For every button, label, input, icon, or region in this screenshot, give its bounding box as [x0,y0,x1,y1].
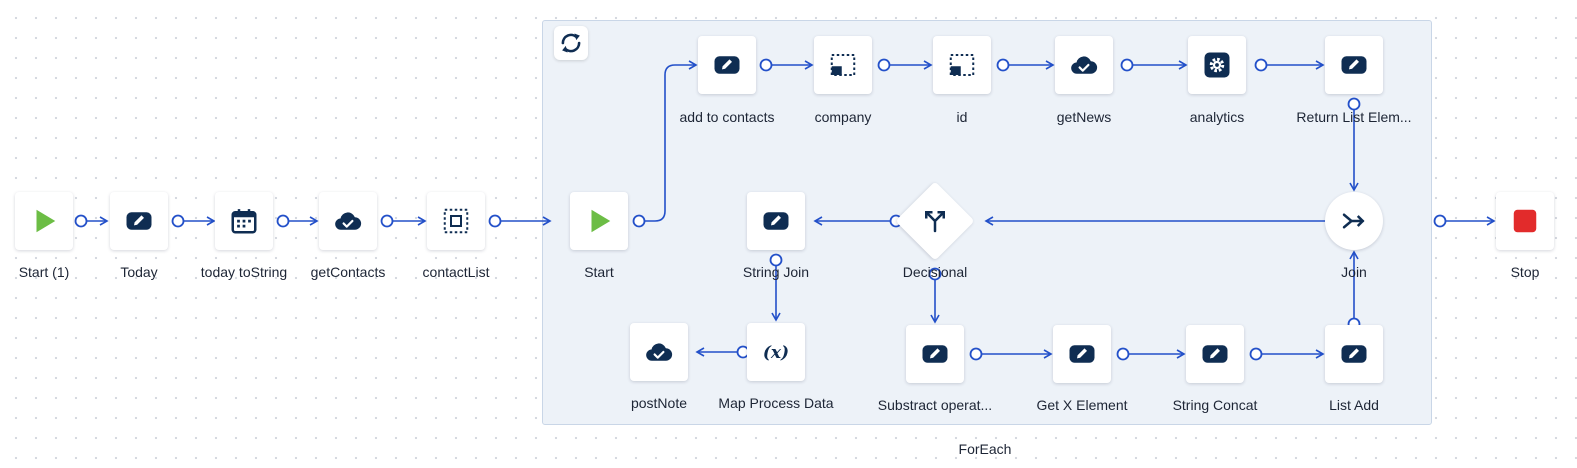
play-icon [584,206,614,236]
node-label: postNote [630,395,688,411]
node-string-concat[interactable] [1186,325,1244,383]
container-label: ForEach [958,441,1012,457]
cloud-check-icon [333,206,363,236]
node-string-join[interactable] [747,192,805,250]
node-getnews[interactable] [1055,36,1113,94]
node-label: Start (1) [18,264,70,280]
cloud-check-icon [1069,50,1099,80]
node-label: Decisional [902,264,968,280]
node-label: getContacts [310,264,386,280]
cloud-check-icon [644,337,674,367]
node-label: List Add [1329,397,1379,413]
node-company[interactable] [814,36,872,94]
edit-icon [761,206,791,236]
node-label: today toString [200,264,288,280]
merge-icon [1339,206,1369,236]
edit-icon [124,206,154,236]
node-label: Get X Element [1036,397,1128,413]
output-port [380,214,394,228]
node-start[interactable] [570,192,628,250]
edit-icon [712,50,742,80]
node-label: Map Process Data [718,395,834,411]
edit-icon [1200,339,1230,369]
calendar-icon [229,206,259,236]
node-label: Return List Elem... [1296,109,1412,125]
output-port [276,214,290,228]
function-icon: (x) [759,337,793,367]
stop-icon [1510,206,1540,236]
node-label: analytics [1189,109,1245,125]
node-postnote[interactable] [630,323,688,381]
node-label: String Concat [1172,397,1258,413]
node-start-1[interactable] [15,192,73,250]
node-label: Today [120,264,158,280]
gear-icon [1202,50,1232,80]
node-join[interactable] [1325,192,1383,250]
edit-icon [1339,339,1369,369]
node-decisional[interactable] [895,181,975,261]
picture-in-picture-icon [947,50,977,80]
node-getcontacts[interactable] [319,192,377,250]
node-label: add to contacts [679,109,775,125]
node-label: getNews [1056,109,1112,125]
edit-icon [920,339,950,369]
node-map-process-data[interactable]: (x) [747,323,805,381]
node-label: contactList [422,264,490,280]
node-get-x-element[interactable] [1053,325,1111,383]
node-analytics[interactable] [1188,36,1246,94]
node-add-to-contacts[interactable] [698,36,756,94]
node-label: Stop [1510,264,1540,280]
node-list-add[interactable] [1325,325,1383,383]
edit-icon [1339,50,1369,80]
output-port [74,214,88,228]
node-contactlist[interactable] [427,192,485,250]
node-return-list-element[interactable] [1325,36,1383,94]
play-icon [29,206,59,236]
node-today[interactable] [110,192,168,250]
select-frame-icon [441,206,471,236]
node-substract-operation[interactable] [906,325,964,383]
node-label: company [814,109,872,125]
node-label: id [956,109,968,125]
node-label: Join [1341,264,1367,280]
node-label: String Join [742,264,810,280]
node-label: Start [584,264,614,280]
picture-in-picture-icon [828,50,858,80]
edit-icon [1067,339,1097,369]
node-id[interactable] [933,36,991,94]
node-label: Substract operat... [877,397,993,413]
output-port [488,214,502,228]
node-today-tostring[interactable] [215,192,273,250]
output-port [1433,214,1447,228]
output-port [171,214,185,228]
svg-text:(x): (x) [763,343,789,363]
node-stop[interactable] [1496,192,1554,250]
loop-icon[interactable] [554,26,588,60]
split-icon [920,206,950,236]
